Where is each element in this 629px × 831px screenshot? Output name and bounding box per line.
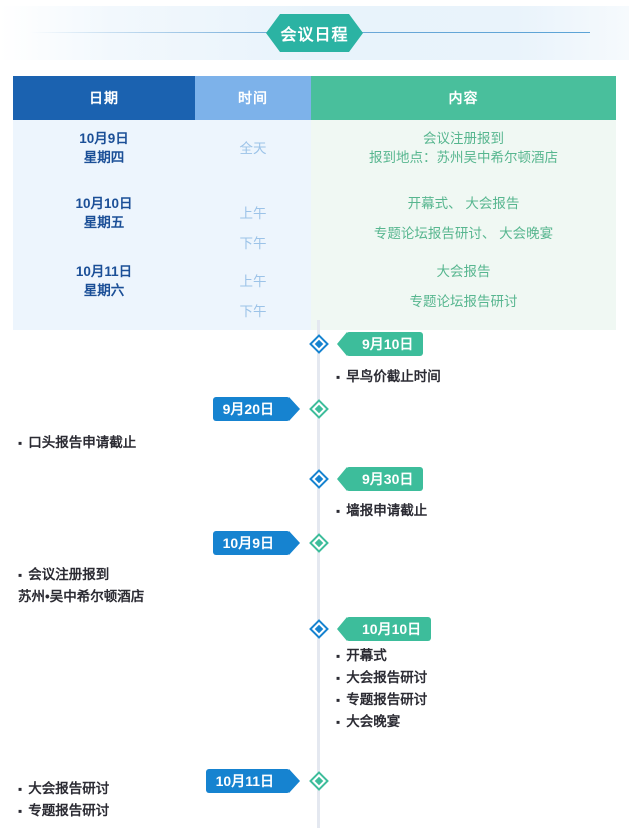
list-item: 口头报告申请截止 <box>18 432 136 454</box>
content-line: 报到地点：苏州吴中希尔顿酒店 <box>369 150 558 165</box>
timeline-node-diamond-icon <box>308 618 330 640</box>
date-line-primary: 10月11日 <box>75 264 133 279</box>
date-line-primary: 10月10日 <box>75 196 133 211</box>
time-column: 全天 上午 下午 上午 下午 <box>195 120 311 330</box>
table-row-content-1: 开幕式、 大会报告 专题论坛报告研讨、 大会晚宴 <box>311 184 616 252</box>
timeline-event-details: 大会报告研讨专题报告研讨 <box>18 778 109 822</box>
date-line-weekday: 星期五 <box>83 215 125 230</box>
time-value: 上午 <box>239 206 267 221</box>
timeline-node-diamond-icon <box>308 770 330 792</box>
list-item: 墙报申请截止 <box>336 500 427 522</box>
column-header-time: 时间 <box>195 76 311 120</box>
date-column: 10月9日 星期四 10月10日 星期五 10月11日 星期六 <box>13 120 195 330</box>
page-banner: 会议日程 <box>0 0 629 68</box>
timeline-date-tag-label: 9月20日 <box>222 401 274 417</box>
banner-hexagon: 会议日程 <box>266 14 363 52</box>
table-row-date-2: 10月11日 星期六 <box>13 252 195 320</box>
list-item: 苏州•吴中希尔顿酒店 <box>18 589 145 604</box>
time-value: 全天 <box>239 141 267 156</box>
time-value: 下午 <box>239 304 267 319</box>
timeline-event-details: 早鸟价截止时间 <box>336 366 441 388</box>
timeline-node-diamond-icon <box>308 468 330 490</box>
timeline-date-tag[interactable]: 9月10日 <box>336 332 424 356</box>
date-line-primary: 10月9日 <box>79 131 129 146</box>
column-header-time-label: 时间 <box>238 90 268 106</box>
column-header-content-label: 内容 <box>448 90 479 106</box>
timeline-date-tag-label: 10月10日 <box>362 621 422 637</box>
column-header-content: 内容 <box>311 76 616 120</box>
list-item: 专题报告研讨 <box>18 800 109 822</box>
table-row-time-1: 上午 下午 <box>195 194 311 262</box>
content-line: 专题论坛报告研讨、 大会晚宴 <box>373 226 554 241</box>
content-line: 大会报告 <box>436 264 491 279</box>
timeline-date-tag-label: 10月9日 <box>222 535 274 551</box>
timeline-date-tag-label: 9月30日 <box>362 471 414 487</box>
content-line: 开幕式、 大会报告 <box>407 196 520 211</box>
timeline-date-tag[interactable]: 10月9日 <box>212 531 301 555</box>
timeline-date-tag[interactable]: 10月10日 <box>336 617 432 641</box>
table-row-content-0: 会议注册报到 报到地点：苏州吴中希尔顿酒店 <box>311 120 616 184</box>
timeline: 9月10日早鸟价截止时间 9月20日口头报告申请截止 9月30日墙报申请截止 10月9… <box>0 300 629 831</box>
content-column: 会议注册报到 报到地点：苏州吴中希尔顿酒店 开幕式、 大会报告 专题论坛报告研讨… <box>311 120 616 330</box>
timeline-node-diamond-icon <box>308 333 330 355</box>
list-item: 大会报告研讨 <box>336 667 427 689</box>
list-item: 大会晚宴 <box>336 711 427 733</box>
schedule-table-header-row: 日期 时间 内容 <box>13 76 616 120</box>
table-row-time-0: 全天 <box>195 120 311 194</box>
content-line: 专题论坛报告研讨 <box>409 294 518 309</box>
table-row-time-2: 上午 下午 <box>195 262 311 330</box>
column-header-date: 日期 <box>13 76 195 120</box>
page-title: 会议日程 <box>280 27 349 44</box>
timeline-node-diamond-icon <box>308 532 330 554</box>
table-row-date-1: 10月10日 星期五 <box>13 184 195 252</box>
timeline-event-details: 口头报告申请截止 <box>18 432 136 454</box>
list-item: 开幕式 <box>336 645 427 667</box>
list-item: 大会报告研讨 <box>18 778 109 800</box>
timeline-date-tag[interactable]: 9月20日 <box>212 397 301 421</box>
schedule-left-block: 10月9日 星期四 10月10日 星期五 10月11日 星期六 全天 上午 <box>13 120 311 330</box>
date-line-weekday: 星期六 <box>83 283 125 298</box>
timeline-axis-line <box>317 320 320 828</box>
column-header-date-label: 日期 <box>89 90 119 106</box>
timeline-date-tag[interactable]: 10月11日 <box>205 769 301 793</box>
schedule-table-body: 10月9日 星期四 10月10日 星期五 10月11日 星期六 全天 上午 <box>13 120 616 330</box>
content-line: 会议注册报到 <box>423 131 504 146</box>
list-item: 会议注册报到 <box>18 564 144 586</box>
table-row-date-0: 10月9日 星期四 <box>13 120 195 184</box>
timeline-date-tag-label: 10月11日 <box>215 773 274 789</box>
timeline-event-details: 墙报申请截止 <box>336 500 427 522</box>
timeline-date-tag[interactable]: 9月30日 <box>336 467 424 491</box>
timeline-event-details: 开幕式大会报告研讨专题报告研讨大会晚宴 <box>336 645 427 733</box>
time-value: 上午 <box>239 274 267 289</box>
list-item: 专题报告研讨 <box>336 689 427 711</box>
timeline-date-tag-label: 9月10日 <box>362 336 414 352</box>
timeline-node-diamond-icon <box>308 398 330 420</box>
time-value: 下午 <box>239 236 267 251</box>
date-line-weekday: 星期四 <box>83 150 125 165</box>
schedule-table: 日期 时间 内容 10月9日 星期四 10月10日 星期五 10月11日 <box>13 76 616 330</box>
table-row-content-2: 大会报告 专题论坛报告研讨 <box>311 252 616 320</box>
list-item: 早鸟价截止时间 <box>336 366 441 388</box>
